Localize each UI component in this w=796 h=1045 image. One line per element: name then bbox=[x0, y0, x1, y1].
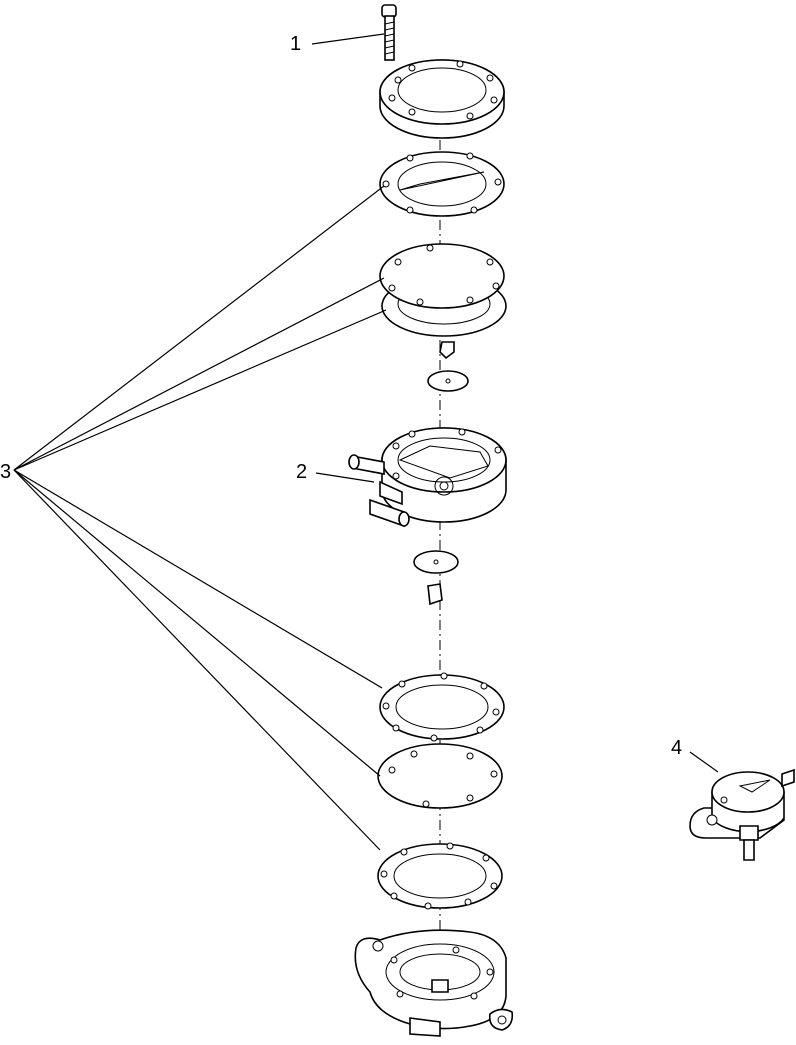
callout-2: 2 bbox=[296, 461, 308, 483]
part-valve-upper bbox=[427, 341, 469, 392]
part-top-cover bbox=[379, 59, 505, 139]
callout-1: 1 bbox=[290, 33, 302, 55]
leader-3b bbox=[13, 277, 385, 471]
part-gasket-top bbox=[379, 151, 505, 217]
leader-3f bbox=[13, 469, 381, 851]
part-gasket-lower-1 bbox=[379, 672, 505, 742]
leader-3d bbox=[13, 469, 383, 689]
part-pump-assembly bbox=[689, 768, 795, 861]
part-valve-lower bbox=[413, 550, 459, 606]
part-gasket-lower-2 bbox=[377, 842, 503, 910]
leader-3c bbox=[13, 309, 387, 471]
part-diaphragm-lower bbox=[377, 743, 503, 809]
callout-4: 4 bbox=[671, 737, 683, 759]
part-diaphragm-upper bbox=[379, 243, 507, 337]
leader-1 bbox=[311, 33, 385, 45]
part-pump-body bbox=[348, 427, 507, 528]
leader-3a bbox=[13, 185, 385, 471]
leader-2 bbox=[315, 472, 375, 483]
part-bottom-cover bbox=[354, 929, 514, 1037]
leader-3e bbox=[13, 469, 381, 777]
callout-3: 3 bbox=[0, 461, 12, 483]
leader-lines bbox=[13, 33, 719, 851]
leader-4 bbox=[689, 751, 719, 773]
part-screw bbox=[381, 4, 397, 61]
